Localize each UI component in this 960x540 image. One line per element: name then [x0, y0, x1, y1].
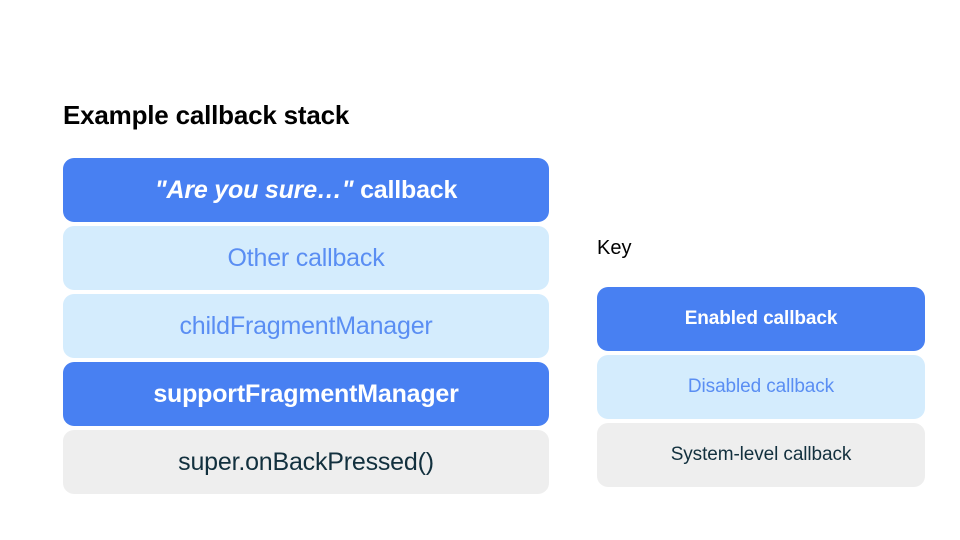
stack-card-label: childFragmentManager: [179, 311, 433, 340]
key-title: Key: [597, 237, 632, 259]
stack-card-other-callback[interactable]: Other callback: [63, 226, 549, 291]
page-title: Example callback stack: [63, 100, 350, 130]
stack-card-child-fragment-manager[interactable]: childFragmentManager: [63, 294, 549, 359]
callback-stack-section: Example callback stack "Are you sure…" c…: [63, 100, 549, 495]
key-item-label: System-level callback: [670, 444, 852, 465]
stack-card-label: "Are you sure…" callback: [154, 175, 458, 205]
stack-card-label: Other callback: [227, 243, 385, 272]
stack-card-are-you-sure[interactable]: "Are you sure…" callback: [63, 158, 549, 223]
stack-card-super-on-back-pressed[interactable]: super.onBackPressed(): [63, 430, 549, 495]
stack-card-label-quoted: "Are you sure…": [154, 175, 354, 204]
key-item-label: Disabled callback: [687, 376, 835, 397]
callback-stack-list: "Are you sure…" callback Other callback …: [63, 158, 549, 495]
key-item-disabled-callback[interactable]: Disabled callback: [597, 355, 925, 419]
stack-card-label: super.onBackPressed(): [178, 447, 434, 476]
key-item-label: Enabled callback: [684, 308, 838, 329]
key-item-enabled-callback[interactable]: Enabled callback: [597, 287, 925, 351]
stack-card-label-plain: callback: [353, 175, 458, 204]
key-legend-list: Enabled callback Disabled callback Syste…: [597, 287, 925, 487]
key-item-system-level-callback[interactable]: System-level callback: [597, 423, 925, 487]
stack-card-support-fragment-manager[interactable]: supportFragmentManager: [63, 362, 549, 427]
key-legend-section: Key Enabled callback Disabled callback S…: [597, 236, 925, 487]
stack-card-label: supportFragmentManager: [153, 379, 459, 408]
